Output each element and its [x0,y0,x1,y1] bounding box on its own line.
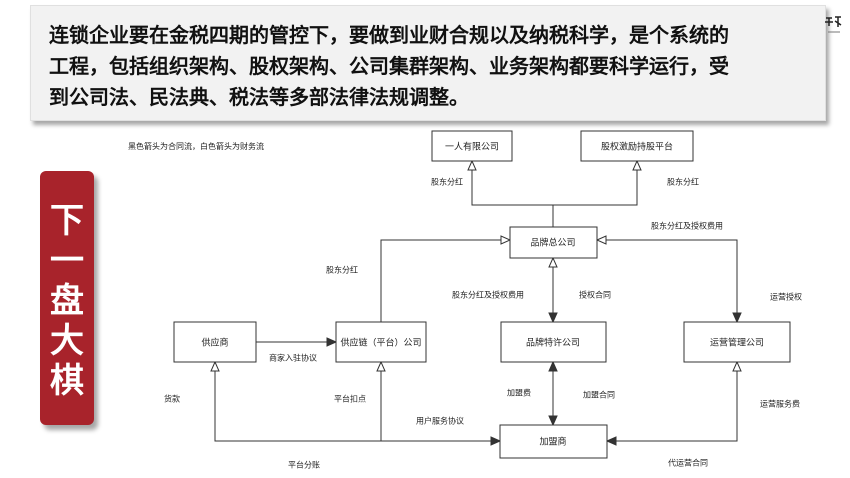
label-user-service: 用户服务协议 [416,416,464,426]
svg-text:运营管理公司: 运营管理公司 [710,337,764,349]
label-payment: 货款 [164,394,180,404]
header-callout: 连锁企业要在金税四期的管控下，要做到业财合规以及纳税科学，是个系统的 工程，包括… [30,5,826,121]
svg-text:供应商: 供应商 [201,337,228,349]
label-platform-commission: 平台扣点 [334,394,366,404]
arrow-franchisee-left [490,436,502,446]
arrow-ops-bottom [732,360,742,372]
label-merchant-agreement: 商家入驻协议 [269,353,317,363]
banner-char-5: 棋 [50,361,84,401]
edge-franchisee-ops [607,362,738,442]
svg-text:品牌特许公司: 品牌特许公司 [526,337,580,349]
arrow-hq-right [595,235,607,245]
banner-char-4: 大 [50,321,84,361]
svg-text:供应链（平台）公司: 供应链（平台）公司 [340,337,421,349]
diagram-note: 黑色箭头为合同流，白色箭头为财务流 [128,141,264,151]
edge-sc-to-supplier [214,362,381,442]
label-franchise-contract: 加盟合同 [583,390,615,400]
node-brand-hq: 品牌总公司 [509,226,598,259]
arrow-franchisee-top [548,415,558,427]
edge-sc-to-hq [380,239,510,322]
label-dividend-license-right: 股东分红及授权费用 [651,221,723,231]
arrow-franchise-top [548,312,558,324]
edge-hq-to-equity [553,167,638,206]
edge-hq-to-one-person [471,167,554,227]
label-ops-contract: 代运营合同 [668,458,708,468]
arrow-sc-left [326,337,338,347]
header-line-2: 工程，包括组织架构、股权架构、公司集群架构、业务架构都要科学运行，受 [49,54,729,78]
corner-logo [822,14,844,38]
node-one-person-company: 一人有限公司 [431,130,513,162]
arrow-hq-left [500,235,512,245]
edge-ops-to-hq [597,239,738,322]
node-ops-mgmt: 运营管理公司 [683,321,791,363]
banner-char-2: 一 [50,241,84,281]
label-dividend-license-mid: 股东分红及授权费用 [452,290,524,300]
label-franchise-fee: 加盟费 [507,388,531,398]
header-text: 连锁企业要在金税四期的管控下，要做到业财合规以及纳税科学，是个系统的 工程，包括… [49,20,809,113]
arrow-hq-bottom [548,256,558,268]
label-license-contract: 授权合同 [579,290,611,300]
banner-char-3: 盘 [50,281,84,321]
label-platform-split: 平台分账 [288,460,320,470]
arrow-ops-top [732,312,742,324]
label-dividend-sc: 股东分红 [326,265,358,275]
arrow-franchisee-right [605,436,617,446]
svg-text:股权激励持股平台: 股权激励持股平台 [601,141,673,153]
header-line-1: 连锁企业要在金税四期的管控下，要做到业财合规以及纳税科学，是个系统的 [49,23,729,47]
arrow-supplier-bottom [210,360,220,372]
svg-text:加盟商: 加盟商 [539,436,566,448]
label-ops-service-fee: 运营服务费 [760,399,800,409]
logo-mark-icon [825,16,842,33]
svg-text:品牌总公司: 品牌总公司 [530,237,575,249]
side-banner: 下 一 盘 大 棋 [40,171,94,425]
arrowheads [210,159,742,446]
arrow-equity [632,159,642,171]
banner-char-1: 下 [50,201,84,241]
connectors [214,167,738,442]
node-supply-chain: 供应链（平台）公司 [335,321,427,363]
label-dividend-left: 股东分红 [431,177,463,187]
arrow-sc-bottom [376,360,386,372]
node-franchisee: 加盟商 [499,424,608,459]
label-ops-license: 运营授权 [770,292,802,302]
svg-text:一人有限公司: 一人有限公司 [445,141,499,153]
node-equity-platform: 股权激励持股平台 [580,130,694,162]
arrow-franchise-bottom [548,360,558,372]
node-supplier: 供应商 [173,321,257,363]
header-line-3: 到公司法、民法典、税法等多部法律法规调整。 [49,85,469,109]
edge-labels: 股东分红 股东分红 股东分红及授权费用 股东分红 股东分红及授权费用 授权合同 … [164,177,802,470]
edge-franchisee-to-sc [380,362,500,442]
arrow-one-person [467,159,477,171]
node-franchise-co: 品牌特许公司 [500,321,607,363]
label-dividend-right: 股东分红 [667,177,699,187]
